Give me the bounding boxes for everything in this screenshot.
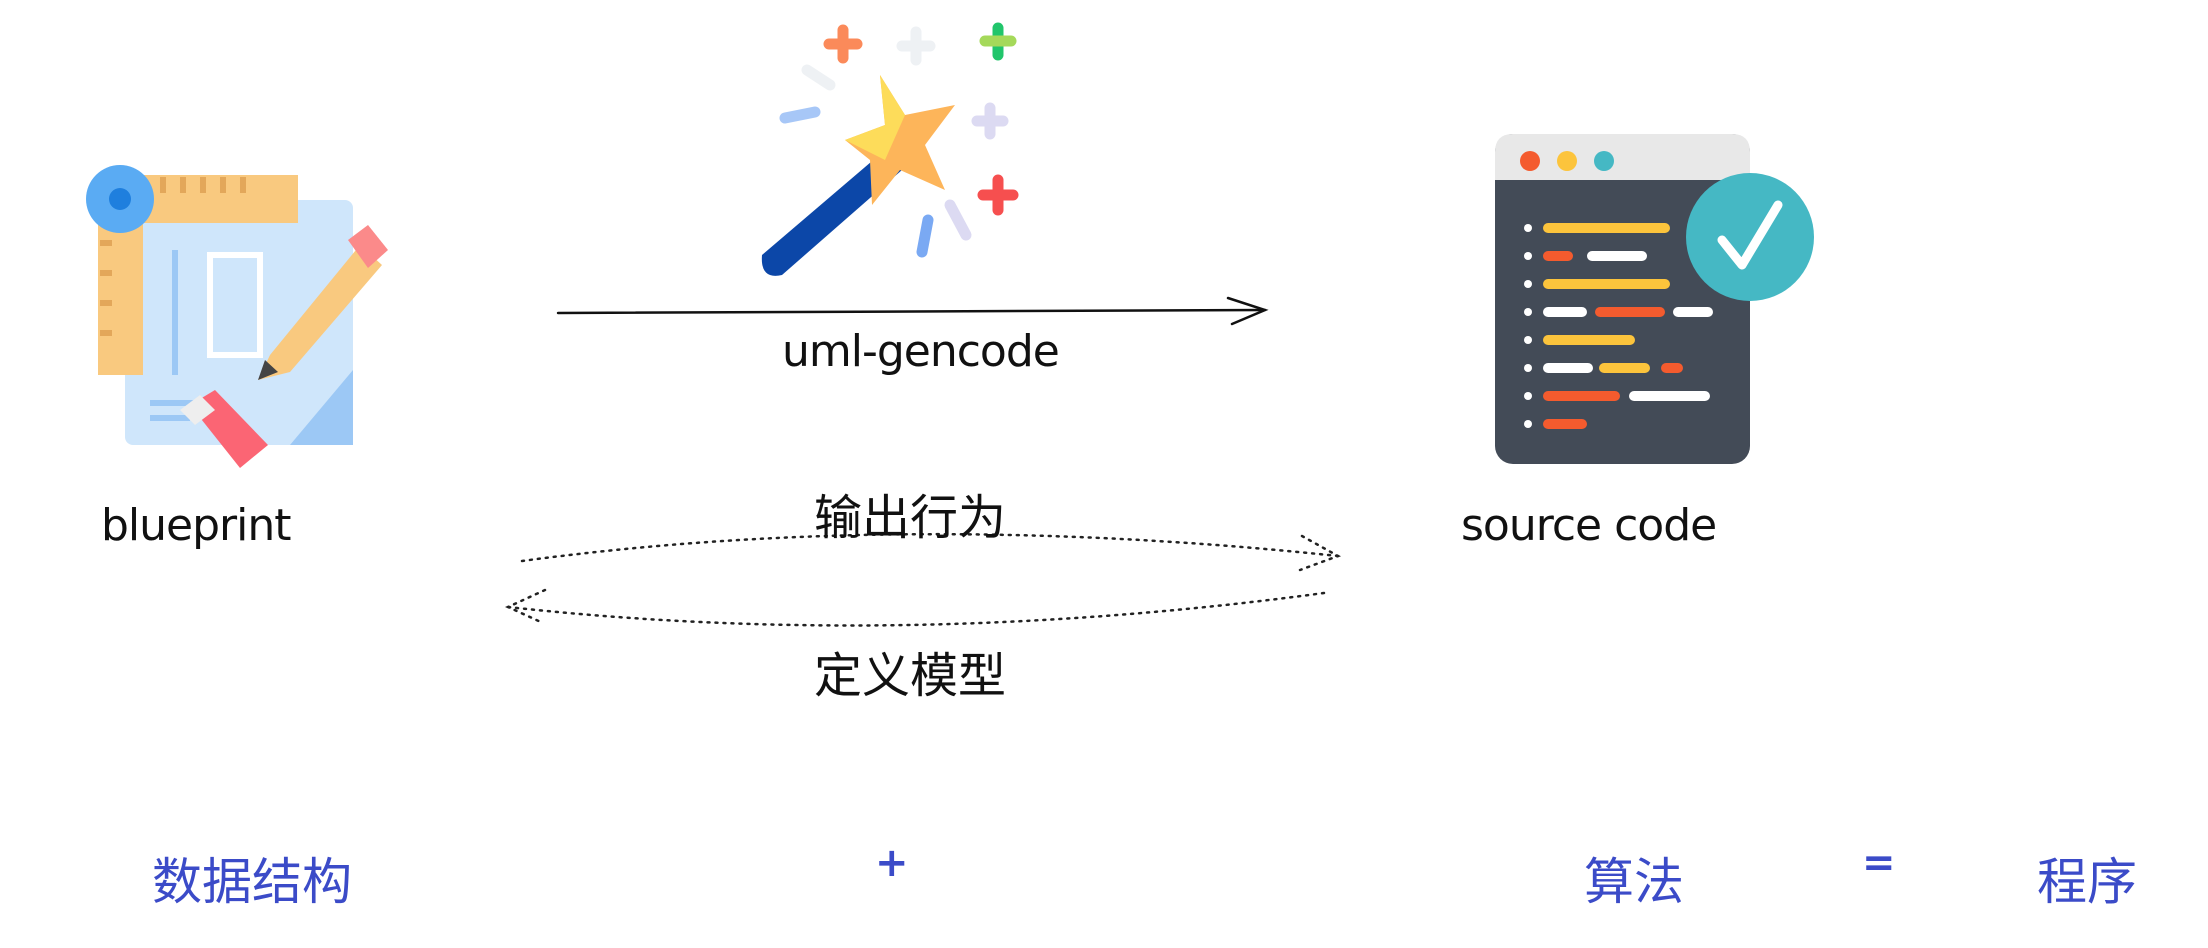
equation-data-structures: 数据结构 [152,853,352,911]
source-code-icon [1495,134,1814,464]
generate-arrow [556,296,1269,326]
blueprint-label: blueprint [101,500,291,551]
equation-plus: + [875,840,909,886]
define-model-label: 定义模型 [814,648,1007,704]
source-code-label: source code [1461,500,1717,551]
define-model-arrow [504,588,1326,627]
uml-gencode-label: uml-gencode [782,326,1060,377]
blueprint-icon [86,165,388,468]
output-behavior-arrow [520,532,1341,572]
output-behavior-label: 输出行为 [814,490,1007,546]
check-badge-icon [1686,173,1814,301]
magic-wand-icon [761,22,1019,276]
equation-algorithms: 算法 [1584,853,1684,911]
equation-program: 程序 [2037,853,2137,911]
equation-equals: = [1862,840,1896,886]
